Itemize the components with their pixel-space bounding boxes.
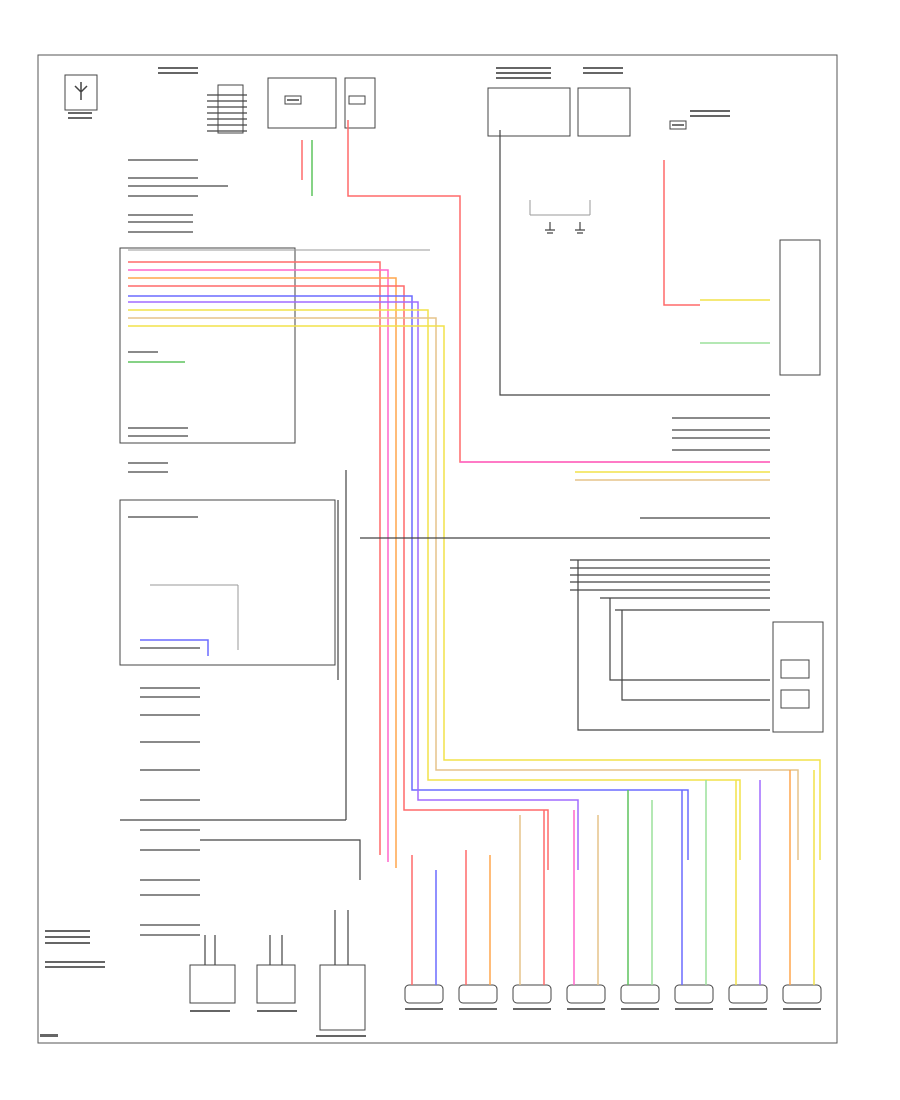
top-left-connector (207, 84, 247, 134)
unit-top-center (487, 87, 571, 137)
fuse-panel-right (344, 77, 376, 129)
bottom-left-unit-3 (319, 910, 366, 1031)
tiny-label-marks (40, 67, 821, 1037)
speaker-3 (512, 810, 552, 1004)
speaker-row (404, 770, 822, 1004)
fuse-panel-left (267, 77, 337, 129)
module-right-small-2 (780, 689, 810, 709)
diagram-frame (37, 54, 838, 1044)
speaker-4 (566, 810, 606, 1004)
bottom-left-unit-2 (256, 935, 296, 1004)
module-inner-left (119, 499, 336, 666)
speaker-2 (458, 850, 498, 1004)
module-right-small (780, 659, 810, 679)
module-main-left (119, 247, 296, 444)
antenna-icon (74, 82, 88, 100)
wires-black-right (120, 130, 770, 880)
left-connector-pins (128, 159, 228, 936)
speaker-6 (674, 780, 714, 1004)
wire-blue-inner (140, 639, 209, 656)
antenna-component (64, 74, 98, 111)
ground-icon (545, 222, 585, 234)
fuse-top-right (669, 120, 687, 130)
speaker-8 (782, 770, 822, 1004)
speaker-5 (620, 790, 660, 1004)
wires-gray (128, 200, 591, 650)
wire-bundle-main (128, 261, 821, 870)
module-right-lower (772, 621, 824, 733)
unit-top-right (577, 87, 631, 137)
speaker-7 (728, 780, 768, 1004)
wire-top-right-red (663, 160, 700, 306)
bottom-left-unit-1 (189, 935, 236, 1004)
module-right-upper (779, 239, 821, 376)
speaker-1 (404, 855, 444, 1004)
